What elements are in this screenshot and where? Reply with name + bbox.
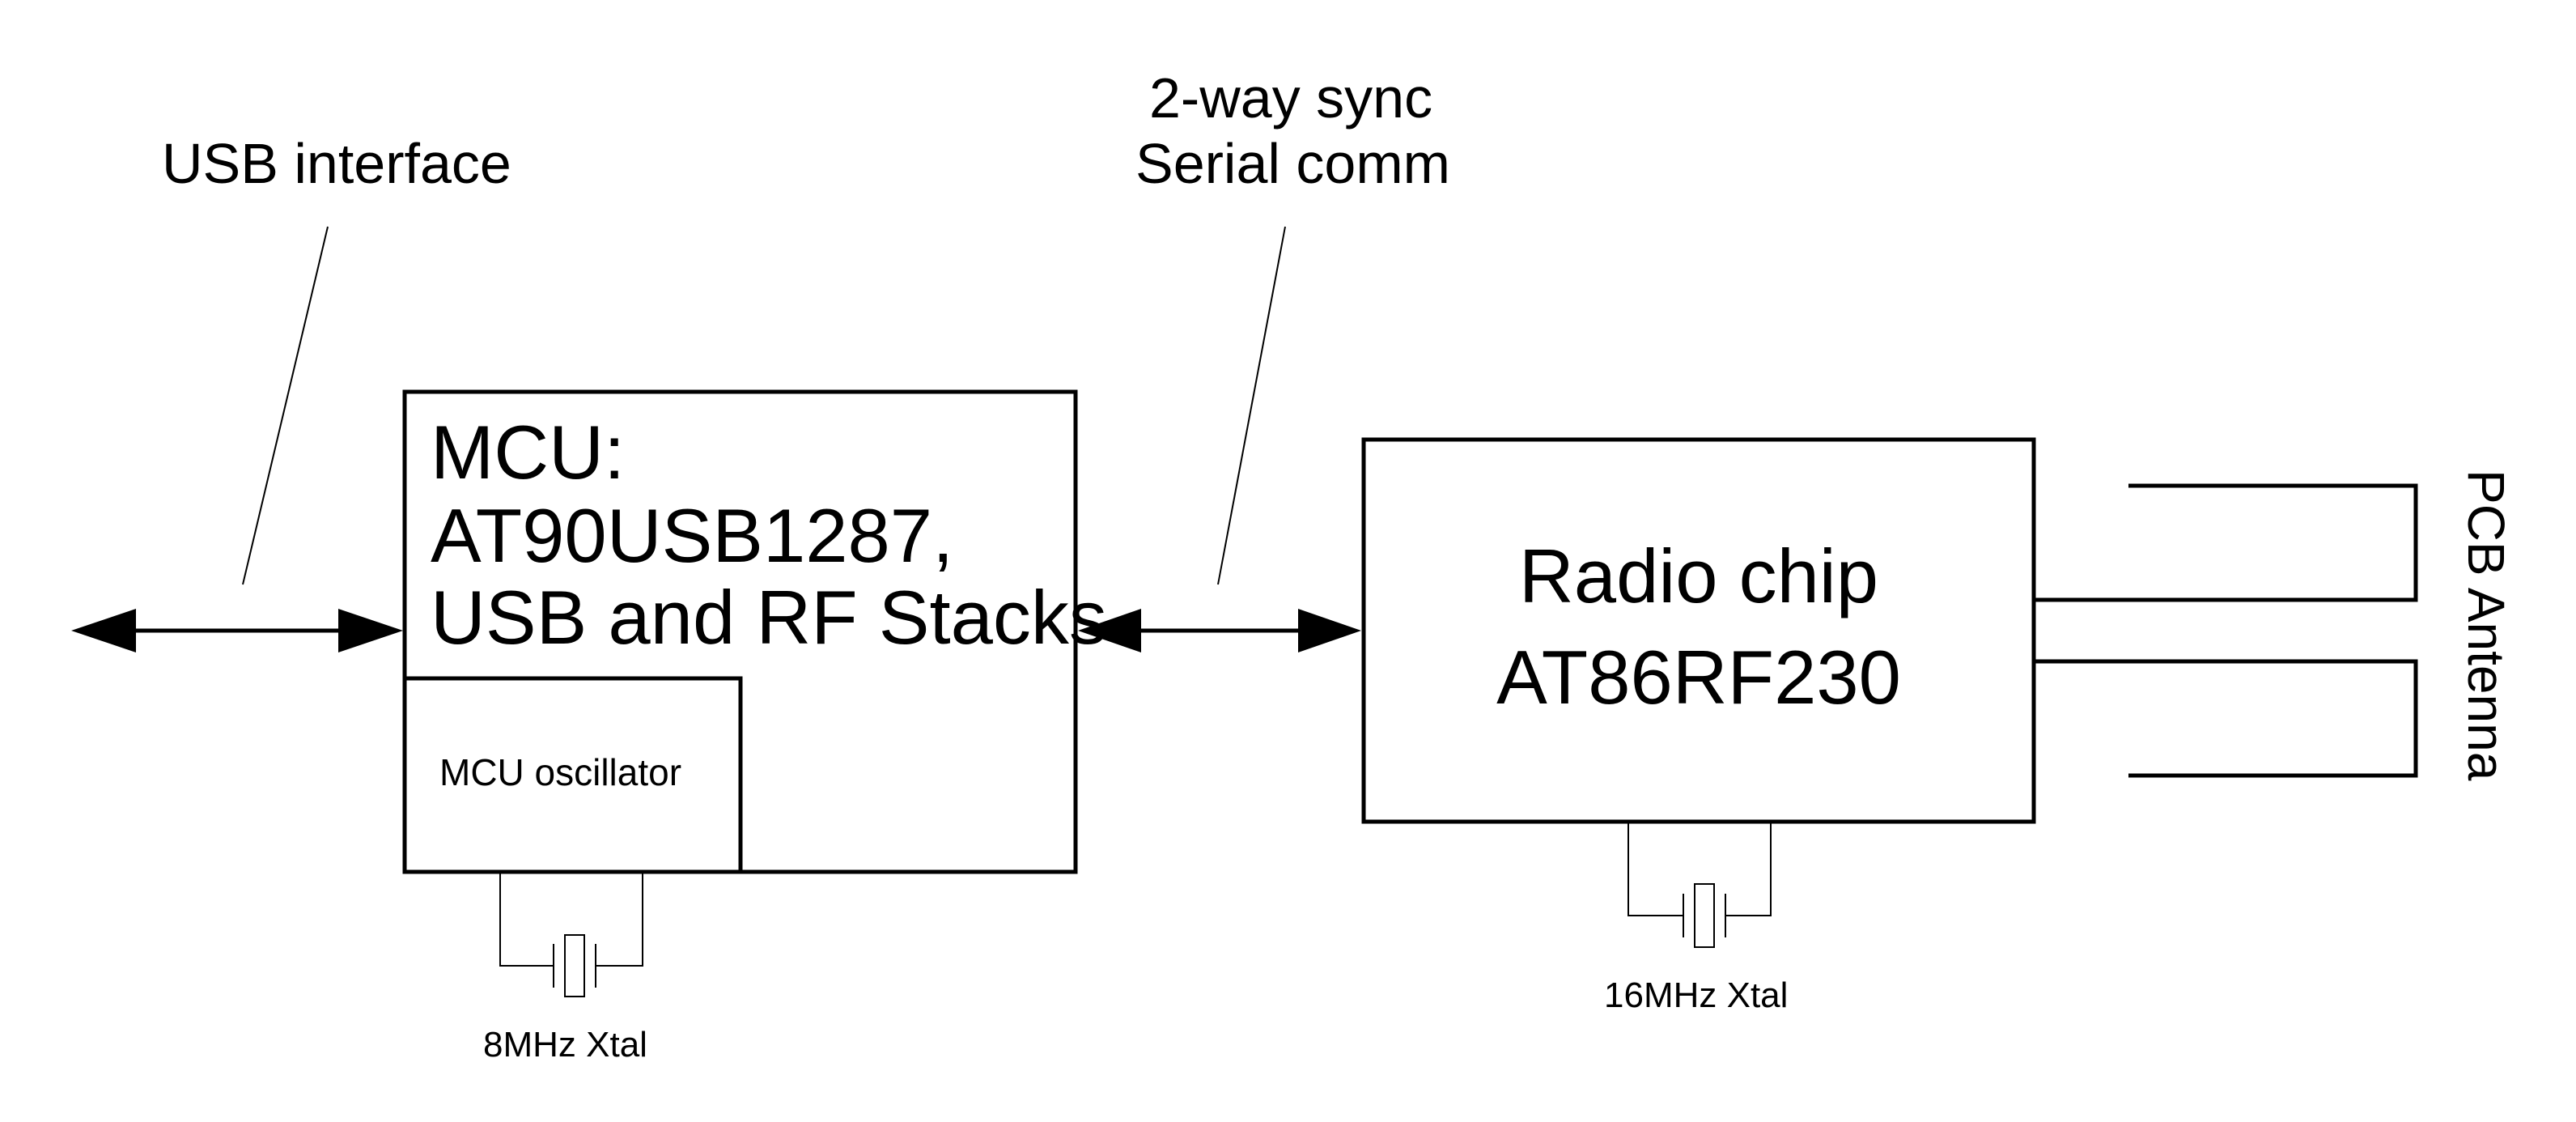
radio-chip-block: Radio chip AT86RF230 bbox=[1361, 437, 2036, 824]
radio-chip-label-line1: Radio chip bbox=[1519, 533, 1878, 618]
mcu-label-line3: USB and RF Stacks bbox=[431, 575, 1107, 660]
mcu-oscillator-label: MCU oscillator bbox=[439, 751, 681, 793]
mcu-oscillator-box bbox=[402, 676, 743, 874]
sync-serial-leader-line bbox=[1217, 226, 1286, 585]
crystal-8mhz-icon bbox=[499, 872, 643, 997]
crystal-16mhz-icon bbox=[1628, 822, 1772, 948]
sync-serial-label-line2: Serial comm bbox=[1135, 132, 1450, 195]
radio-chip-box bbox=[1361, 437, 2036, 824]
xtal-8mhz-label: 8MHz Xtal bbox=[483, 1025, 647, 1065]
sync-serial-label-line1: 2-way sync bbox=[1149, 66, 1432, 130]
usb-bidirectional-arrow bbox=[71, 609, 403, 652]
radio-chip-label-line2: AT86RF230 bbox=[1496, 635, 1901, 720]
mcu-label-line2: AT90USB1287, bbox=[431, 493, 953, 578]
serial-bidirectional-arrow bbox=[1078, 609, 1361, 652]
pcb-antenna-icon bbox=[2034, 483, 2418, 778]
usb-interface-leader-line bbox=[242, 226, 329, 585]
mcu-block: MCU: AT90USB1287, USB and RF Stacks MCU … bbox=[402, 389, 1107, 874]
pcb-antenna-label: PCB Antenna bbox=[2457, 470, 2515, 781]
xtal-16mhz-label: 16MHz Xtal bbox=[1604, 975, 1788, 1015]
mcu-label-line1: MCU: bbox=[431, 410, 625, 495]
usb-interface-label: USB interface bbox=[162, 132, 511, 195]
